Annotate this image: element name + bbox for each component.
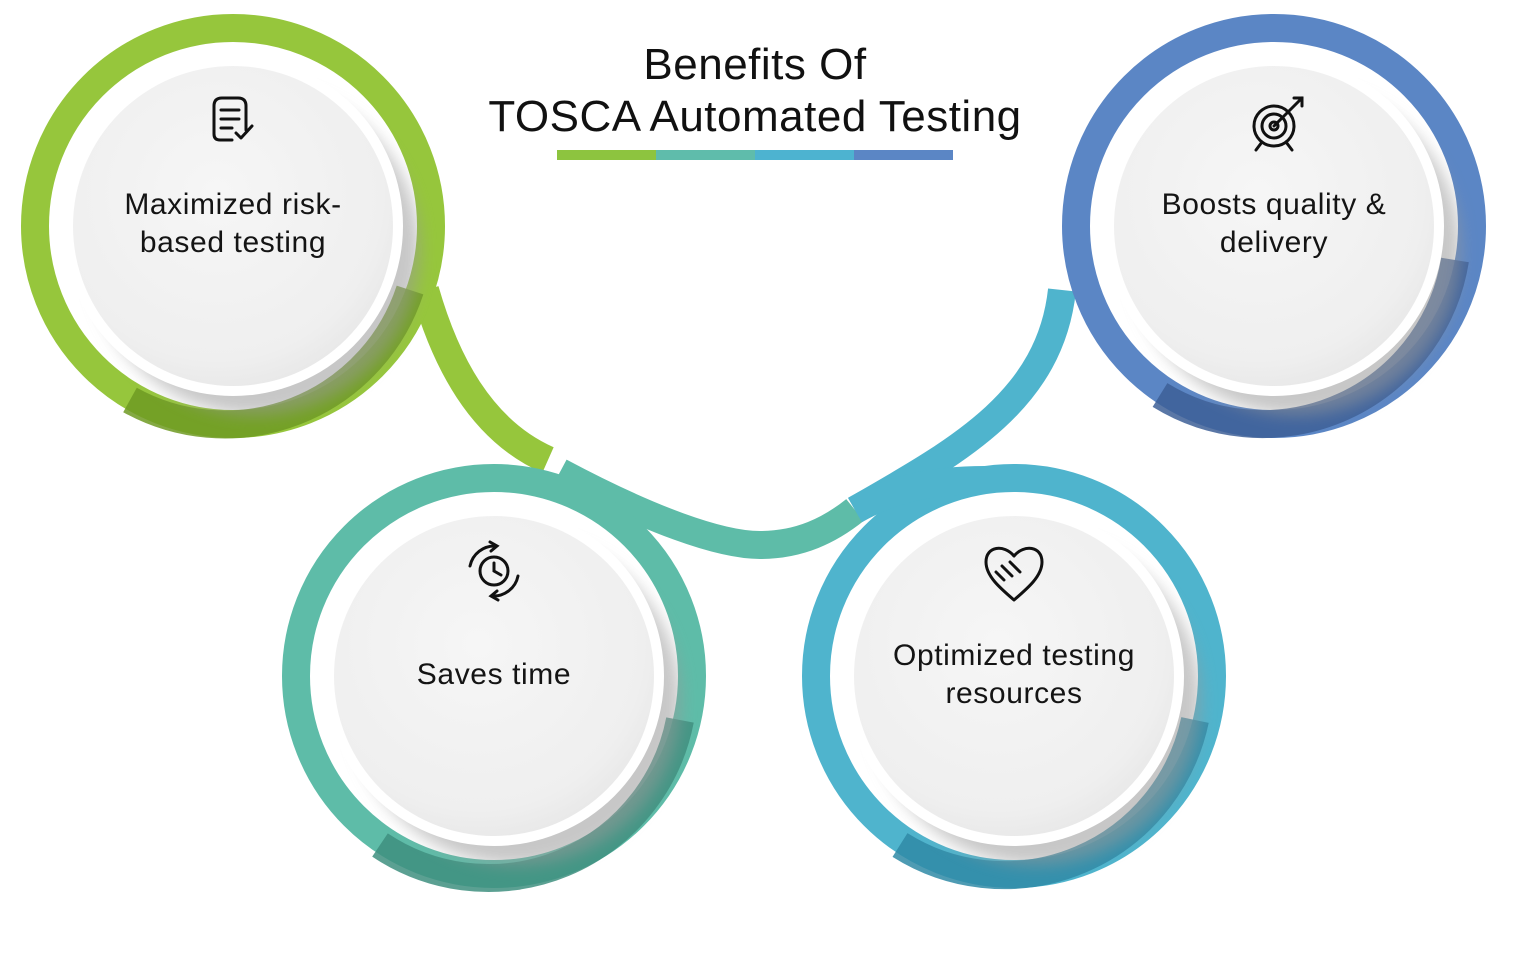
connector-teal <box>553 459 864 560</box>
underline-segment-cyan <box>755 150 854 160</box>
connector-gap-cyan <box>848 466 986 523</box>
card-inner <box>334 516 654 836</box>
benefit-label-quality-delivery: Boosts quality & delivery <box>1124 186 1424 262</box>
label-line: Boosts quality & <box>1161 188 1387 221</box>
title-underline <box>557 150 953 160</box>
card-inner <box>73 66 393 386</box>
page-title-line-2: TOSCA Automated Testing <box>488 92 1022 141</box>
benefit-label-optimized-resources: Optimized testing resources <box>854 637 1174 713</box>
label-line: Saves time <box>416 658 572 691</box>
handshake-heart-icon <box>984 546 1044 602</box>
label-line: Optimized testing <box>893 639 1135 672</box>
underline-segment-teal <box>656 150 755 160</box>
label-line: delivery <box>1219 226 1329 259</box>
benefit-label-risk-based-testing: Maximized risk- based testing <box>83 186 383 262</box>
card-inner <box>854 516 1174 836</box>
benefit-label-saves-time: Saves time <box>344 656 644 694</box>
benefit-node-optimized-resources <box>802 464 1226 890</box>
underline-segment-blue <box>854 150 953 160</box>
target-arrow-icon <box>1252 96 1304 152</box>
connector-green <box>411 286 554 473</box>
label-line: Maximized risk- <box>124 188 342 221</box>
label-line: based testing <box>139 226 327 259</box>
benefit-node-quality-delivery <box>1062 14 1486 439</box>
label-line: resources <box>945 677 1083 710</box>
benefit-node-saves-time <box>282 464 706 892</box>
card-inner <box>1114 66 1434 386</box>
page-title-line-1: Benefits Of <box>643 40 867 89</box>
underline-segment-green <box>557 150 656 160</box>
checklist-document-icon <box>212 96 254 142</box>
clock-refresh-icon <box>468 540 520 602</box>
benefit-node-risk-based-testing <box>21 14 445 439</box>
